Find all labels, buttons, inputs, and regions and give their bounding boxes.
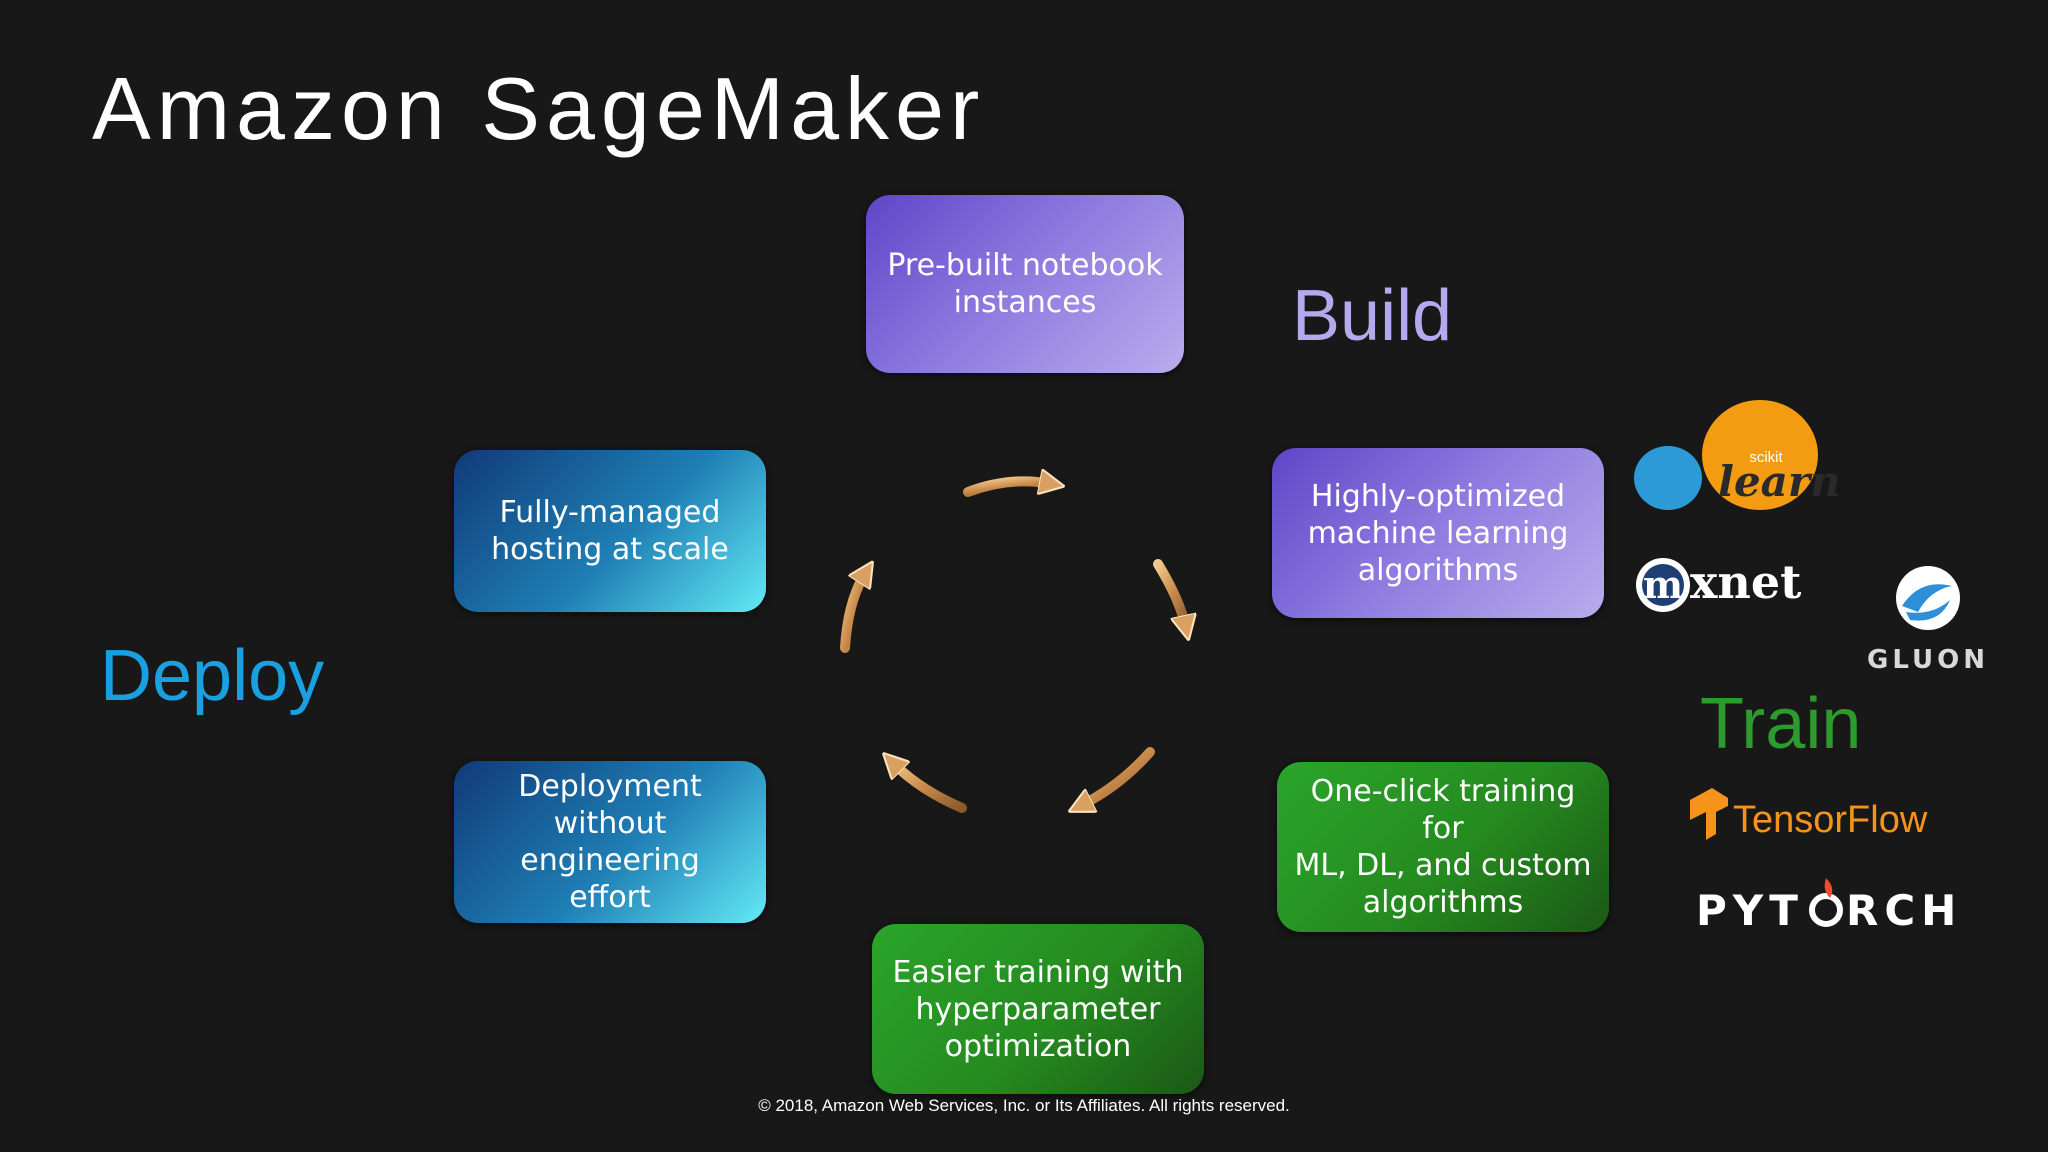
phase-label-build: Build	[1292, 276, 1453, 356]
phase-label-train: Train	[1700, 684, 1862, 764]
scikit-learn-logo: scikit learn	[1634, 400, 1841, 510]
box-hosting-label: Fully-managed hosting at scale	[491, 495, 729, 567]
cycle-arrow-icon	[1080, 747, 1155, 806]
box-hosting: Fully-managed hosting at scale	[454, 450, 766, 612]
gluon-text: GLUON	[1867, 645, 1989, 675]
scikit-small-text: scikit	[1749, 449, 1783, 466]
mxnet-text: xnet	[1690, 555, 1802, 609]
box-deployment: Deployment without engineering effort	[454, 761, 766, 923]
tensorflow-text: TensorFlow	[1733, 799, 1928, 841]
box-ml-algorithms-label: Highly-optimized machine learning algori…	[1307, 478, 1569, 588]
box-deployment-label: Deployment without engineering effort	[518, 769, 702, 915]
cycle-arrow-icon	[1153, 559, 1186, 628]
box-one-click-training-label: One-click training for ML, DL, and custo…	[1294, 774, 1592, 920]
scikit-learn-text: learn	[1718, 457, 1841, 506]
box-ml-algorithms: Highly-optimized machine learning algori…	[1272, 448, 1604, 618]
copyright-footer: © 2018, Amazon Web Services, Inc. or Its…	[758, 1096, 1290, 1115]
box-notebook-instances-label: Pre-built notebook instances	[887, 248, 1163, 320]
gluon-logo: GLUON	[1867, 566, 1989, 675]
pytorch-left-text: PYT	[1696, 886, 1804, 935]
mxnet-m-text: m	[1643, 562, 1683, 607]
tensorflow-logo: TensorFlow	[1690, 788, 1928, 841]
phase-label-deploy: Deploy	[100, 636, 325, 716]
cycle-arrow-icon	[963, 481, 1052, 497]
box-hyperparameter-optimization: Easier training with hyperparameter opti…	[872, 924, 1204, 1094]
box-notebook-instances: Pre-built notebook instances	[866, 195, 1184, 373]
mxnet-logo: m xnet	[1636, 555, 1802, 612]
pytorch-right-text: RCH	[1846, 886, 1962, 935]
pytorch-logo: PYT RCH	[1696, 878, 1962, 935]
box-one-click-training: One-click training for ML, DL, and custo…	[1277, 762, 1609, 932]
page-title: Amazon SageMaker	[92, 59, 986, 158]
box-hyperparameter-optimization-label: Easier training with hyperparameter opti…	[892, 954, 1184, 1064]
cycle-arrow-icon	[840, 572, 866, 653]
cycle-arrow-icon	[892, 762, 967, 813]
